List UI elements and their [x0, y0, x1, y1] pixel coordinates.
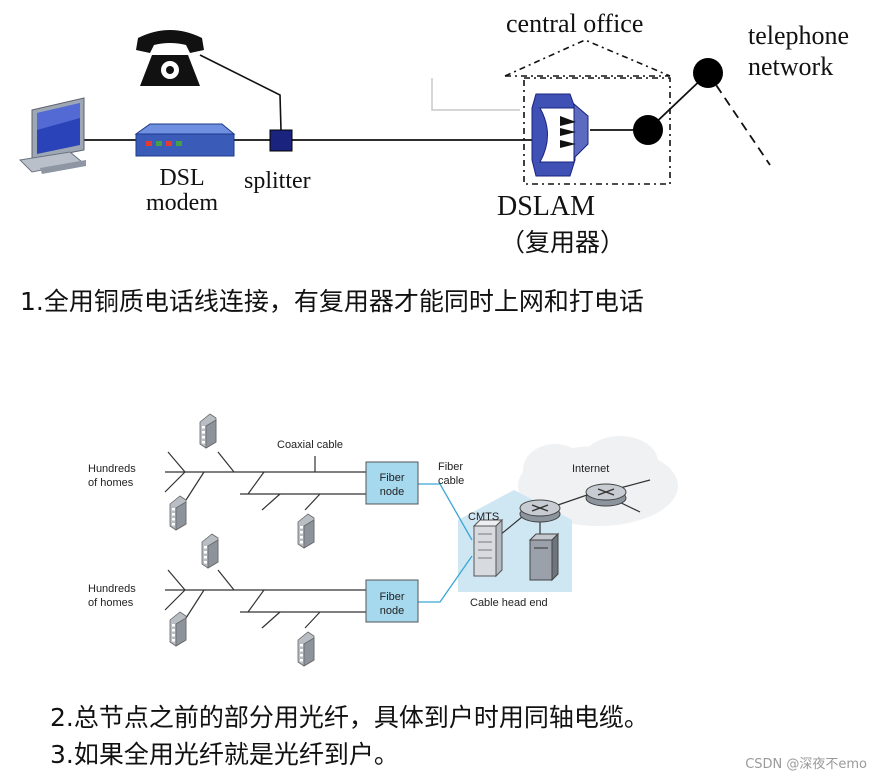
- dslam-cn-label: （复用器）: [500, 228, 625, 257]
- internet-label: Internet: [572, 463, 609, 475]
- coaxial-cable-label: Coaxial cable: [277, 439, 343, 451]
- dslam-icon: [531, 93, 589, 177]
- central-office-label: central office: [506, 9, 643, 38]
- faint-line: [431, 78, 520, 111]
- computer-icon: [18, 97, 86, 174]
- dslam-label: DSLAM: [497, 191, 595, 222]
- cmts-label: CMTS: [468, 511, 499, 523]
- dsl-modem-icon: [134, 123, 236, 157]
- coax-tree-top: [164, 451, 366, 511]
- building-window: [300, 644, 303, 647]
- building-window: [172, 513, 175, 516]
- building-window: [202, 436, 205, 439]
- home-building-icon: [297, 513, 315, 549]
- telephone-network-node: [693, 58, 723, 88]
- fiber-cable-bottom: [418, 555, 473, 603]
- server-icon: [528, 532, 560, 582]
- fiber-node-bottom-label-1: Fiber: [379, 591, 404, 603]
- central-office-box: [523, 77, 671, 185]
- building-window: [172, 639, 175, 642]
- telephone-network-label-2: network: [748, 52, 833, 81]
- building-window: [204, 556, 207, 559]
- building-window: [204, 561, 207, 564]
- home-building-icon: [201, 533, 219, 569]
- hundreds-homes-top-2: of homes: [88, 477, 134, 489]
- internet-link-1: [619, 479, 651, 489]
- building-window: [172, 518, 175, 521]
- cmts-icon: [472, 518, 504, 578]
- hundreds-homes-bottom-1: Hundreds: [88, 583, 136, 595]
- router-icon-headend: [519, 499, 561, 523]
- caption-dsl: 1.全用铜质电话线连接，有复用器才能同时上网和打电话: [20, 287, 644, 316]
- dsl-modem-label-2: modem: [146, 190, 218, 216]
- building-window: [300, 526, 303, 529]
- building-window: [172, 523, 175, 526]
- central-office-switch-node: [633, 115, 663, 145]
- fiber-cable-label-2: cable: [438, 475, 464, 487]
- home-building-icon: [297, 631, 315, 667]
- cable-network-diagram: Hundreds of homes Hundreds of homes Coax…: [88, 413, 678, 667]
- fiber-node-top: [365, 461, 419, 505]
- fiber-cable-top: [418, 483, 473, 541]
- building-window: [204, 551, 207, 554]
- building-window: [204, 546, 207, 549]
- telephone-icon: [136, 30, 204, 86]
- building-window: [202, 426, 205, 429]
- building-window: [172, 508, 175, 511]
- building-window: [172, 624, 175, 627]
- hundreds-homes-bottom-2: of homes: [88, 597, 134, 609]
- cable-head-end-label: Cable head end: [470, 597, 548, 609]
- telephone-network-label-1: telephone: [748, 21, 849, 50]
- building-window: [300, 531, 303, 534]
- home-building-icon: [199, 413, 217, 449]
- router-to-internet: [554, 493, 591, 507]
- fiber-node-bottom: [365, 579, 419, 623]
- router-icon-internet: [585, 483, 627, 507]
- homes-group: [169, 413, 315, 667]
- splitter-icon: [269, 129, 293, 152]
- dsl-network-diagram: central office telephone network DSL mod…: [18, 9, 849, 257]
- building-window: [172, 629, 175, 632]
- telephone-network-dashed: [707, 72, 771, 166]
- building-window: [202, 431, 205, 434]
- fiber-node-bottom-label-2: node: [380, 605, 404, 617]
- building-window: [300, 659, 303, 662]
- building-window: [300, 649, 303, 652]
- dsl-modem-label-1: DSL: [159, 165, 204, 191]
- home-building-icon: [169, 611, 187, 647]
- building-window: [300, 536, 303, 539]
- home-building-icon: [169, 495, 187, 531]
- central-office-roof: [504, 39, 671, 77]
- building-window: [202, 441, 205, 444]
- phone-cord: [199, 54, 282, 131]
- fiber-node-top-label-2: node: [380, 486, 404, 498]
- hundreds-homes-top-1: Hundreds: [88, 463, 136, 475]
- fiber-cable-label-1: Fiber: [438, 461, 463, 473]
- building-window: [172, 634, 175, 637]
- watermark: CSDN @深夜不emo: [745, 757, 867, 772]
- building-window: [300, 541, 303, 544]
- building-window: [300, 654, 303, 657]
- caption-ftth: 3.如果全用光纤就是光纤到户。: [50, 740, 399, 769]
- fiber-node-top-label-1: Fiber: [379, 472, 404, 484]
- splitter-label: splitter: [244, 168, 311, 194]
- coax-tree-bottom: [164, 569, 366, 629]
- caption-cable: 2.总节点之前的部分用光纤，具体到户时用同轴电缆。: [50, 703, 649, 732]
